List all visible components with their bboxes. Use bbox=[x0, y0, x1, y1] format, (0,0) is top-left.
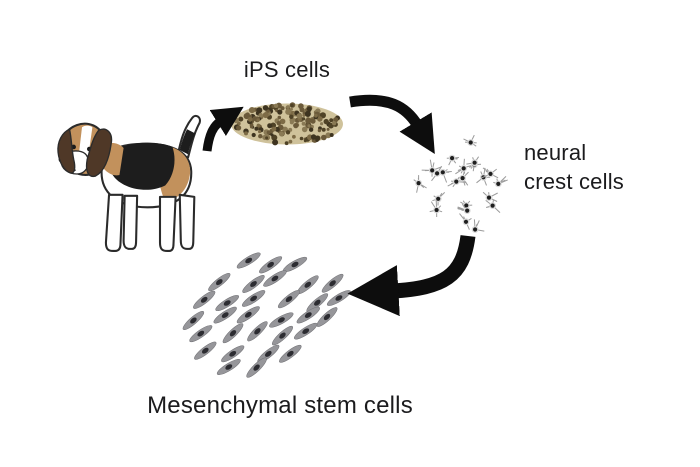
dog-leg bbox=[104, 193, 124, 252]
ips-cell-colony bbox=[231, 102, 343, 146]
dog-leg bbox=[178, 193, 196, 250]
mesenchymal-stem-cells-cluster bbox=[182, 252, 351, 378]
arrow-ips-to-neural-crest bbox=[349, 94, 435, 155]
beagle-dog-illustration bbox=[57, 114, 201, 252]
dog-leg bbox=[122, 194, 139, 250]
dog-ear bbox=[85, 128, 113, 178]
dog-saddle bbox=[108, 142, 175, 190]
dog-ear bbox=[57, 128, 76, 174]
ips-cells-label: iPS cells bbox=[243, 57, 331, 82]
arrow-dog-to-ips bbox=[202, 106, 244, 152]
mesenchymal-stem-cells-label: Mesenchymal stem cells bbox=[147, 392, 413, 419]
dog-tail-patch bbox=[179, 129, 196, 155]
neural-crest-cells-label: neural crest cells bbox=[524, 140, 624, 195]
arrow-neural-crest-to-mesenchymal bbox=[347, 234, 476, 317]
neural-crest-cells-cluster bbox=[413, 134, 508, 233]
dog-leg bbox=[158, 195, 177, 252]
